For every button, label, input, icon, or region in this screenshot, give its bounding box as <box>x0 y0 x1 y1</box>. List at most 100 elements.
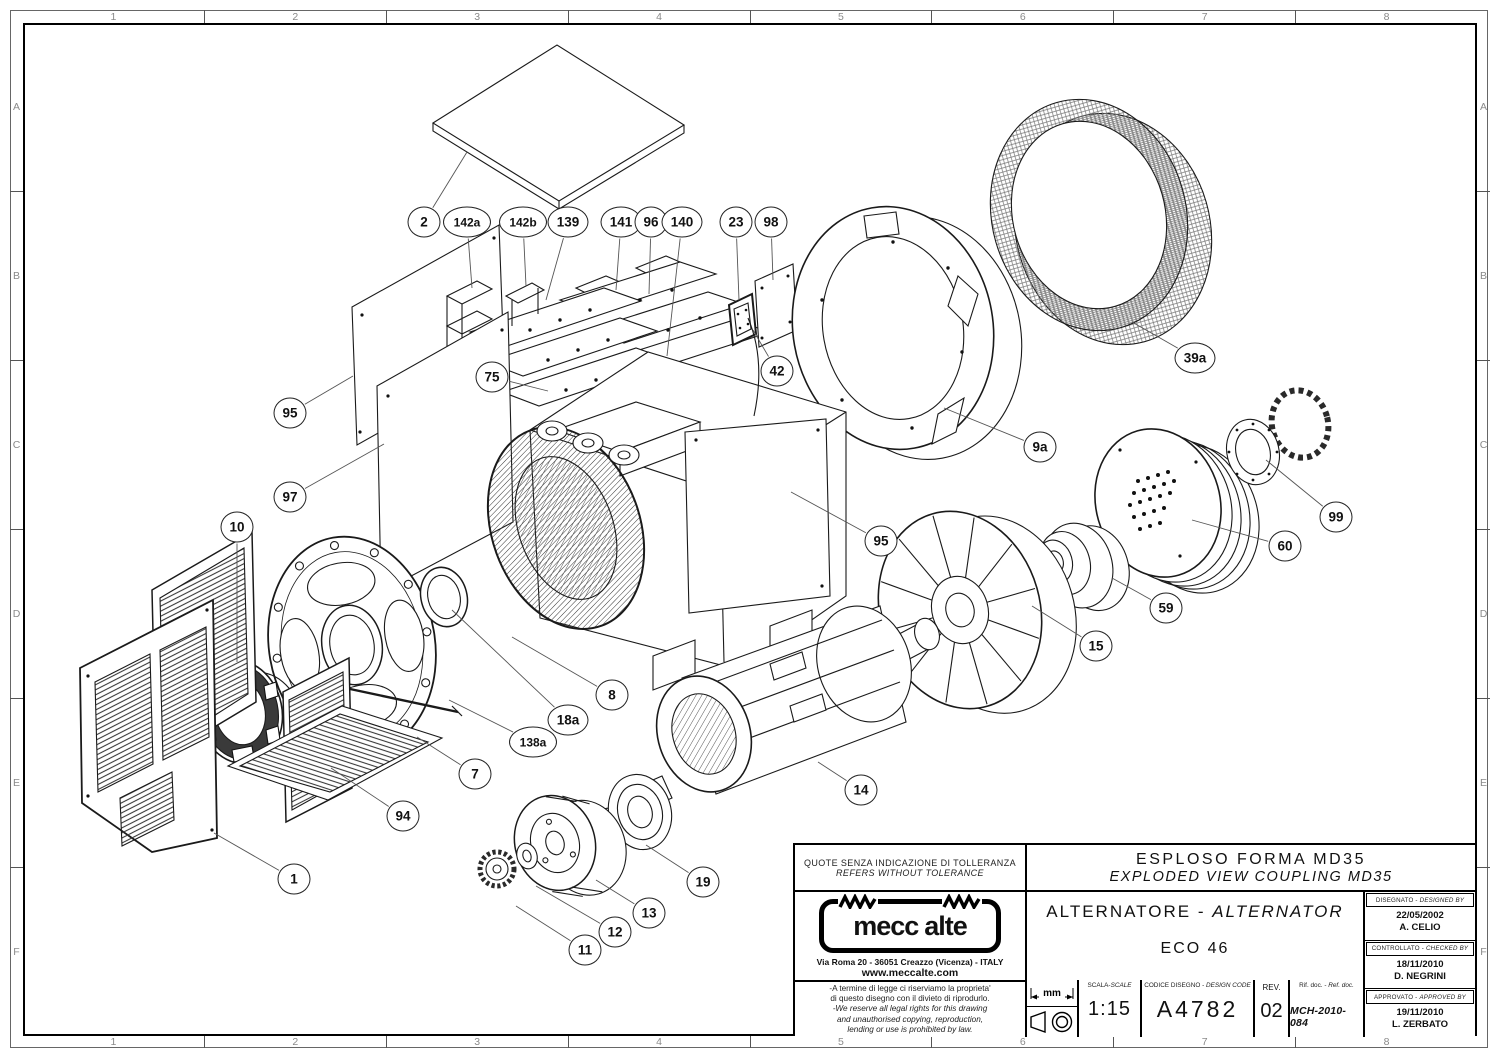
grid-label-3: 3 <box>387 1035 569 1048</box>
callout-12: 12 <box>598 916 632 948</box>
mm-arrows-icon: mm <box>1030 988 1074 1000</box>
projection-symbol <box>1028 1007 1076 1037</box>
grid-label-6: 6 <box>932 1035 1115 1048</box>
grid-label-2: 2 <box>205 1035 387 1048</box>
company-website: www.meccalte.com <box>861 967 959 979</box>
grid-label-1: 1 <box>23 1035 205 1048</box>
part-fan <box>877 510 1077 714</box>
legal-line: -A termine di legge ci riserviamo la pro… <box>829 983 991 993</box>
part-wire <box>747 317 760 417</box>
grid-label-5: 5 <box>751 1035 933 1048</box>
callout-138a: 138a <box>509 726 557 758</box>
callout-9a: 9a <box>1023 431 1057 463</box>
callout-97: 97 <box>273 481 307 513</box>
signature-label: DISEGNATO -DESIGNED BY <box>1366 893 1474 907</box>
signature-date: 19/11/2010 <box>1396 1007 1444 1019</box>
callout-140: 140 <box>661 206 703 238</box>
first-angle-projection-icon <box>1030 1011 1073 1033</box>
callout-10: 10 <box>220 511 254 543</box>
part-rotor <box>599 605 940 831</box>
tolerance-note: QUOTE SENZA INDICAZIONE DI TOLLERANZA RE… <box>795 845 1027 892</box>
revision-value: 02 <box>1260 1000 1283 1022</box>
signature-checked: CONTROLLATO -CHECKED BY 18/11/2010 D. NE… <box>1365 939 1475 989</box>
callout-7: 7 <box>458 758 492 790</box>
legal-line: and unauthorised copying, reproduction, <box>836 1014 984 1024</box>
grid-label-7: 7 <box>1114 1035 1297 1048</box>
grid-label-4: 4 <box>569 10 751 23</box>
grid-label-D: D <box>1477 530 1490 699</box>
ref-doc-cell: Rif. doc. - Ref. doc. MCH-2010-084 <box>1290 980 1363 1037</box>
drawing-title: ESPLOSO FORMA MD35 EXPLODED VIEW COUPLIN… <box>1027 845 1475 892</box>
grid-label-2: 2 <box>205 10 387 23</box>
subject-it: ALTERNATORE <box>1046 902 1192 921</box>
ref-doc-value: MCH-2010-084 <box>1290 1005 1347 1029</box>
part-exciter-stator <box>1094 428 1260 594</box>
callout-15: 15 <box>1079 630 1113 662</box>
model-name: ECO 46 <box>1160 940 1230 957</box>
tolerance-note-en: REFERS WITHOUT TOLERANCE <box>836 867 984 878</box>
part-bearing <box>607 773 673 851</box>
signature-label: APPROVATO -APPROVED BY <box>1366 990 1474 1005</box>
logo-zigzag-icon <box>838 894 878 909</box>
callout-60: 60 <box>1268 530 1302 562</box>
ref-doc-label: Rif. doc. - Ref. doc. <box>1299 982 1354 989</box>
logo-word-1: mecc <box>853 910 919 941</box>
signature-date: 18/11/2010 <box>1396 958 1444 970</box>
logo-word-2: alte <box>924 910 968 941</box>
grid-label-3: 3 <box>387 10 569 23</box>
part-top-cover <box>431 44 686 210</box>
callout-39a: 39a <box>1174 342 1216 374</box>
signature-name: L. ZERBATO <box>1391 1019 1449 1031</box>
callout-99: 99 <box>1319 501 1353 533</box>
callout-59: 59 <box>1149 592 1183 624</box>
grid-label-C: C <box>10 361 23 530</box>
grid-label-E: E <box>10 699 23 868</box>
callout-142a: 142a <box>443 206 491 238</box>
company-address: Via Roma 20 - 36051 Creazzo (Vicenza) - … <box>816 957 1004 967</box>
signature-name: D. NEGRINI <box>1394 970 1446 982</box>
legal-note: -A termine di legge ci riserviamo la pro… <box>795 980 1027 1037</box>
design-code-cell: CODICE DISEGNO - DESIGN CODE A4782 <box>1142 980 1255 1037</box>
part-gear <box>477 849 517 889</box>
title-block: QUOTE SENZA INDICAZIONE DI TOLLERANZA RE… <box>793 843 1477 1037</box>
design-code-value: A4782 <box>1156 996 1239 1022</box>
part-terminal-board <box>727 263 798 348</box>
units-label: mm <box>1043 988 1061 999</box>
callout-13: 13 <box>632 897 666 929</box>
sheet-inner-border <box>23 23 1477 1036</box>
signatures-column: DISEGNATO -DESIGNED BY 22/05/2002 A. CEL… <box>1363 892 1475 1037</box>
vent-fans <box>536 420 720 469</box>
logo-zigzag-icon <box>942 894 982 909</box>
callout-14: 14 <box>844 774 878 806</box>
callout-142b: 142b <box>499 206 547 238</box>
grid-label-F: F <box>13 946 20 958</box>
callout-75: 75 <box>475 361 509 393</box>
drawing-title-it: ESPLOSO FORMA MD35 <box>1136 850 1366 868</box>
tolerance-note-it: QUOTE SENZA INDICAZIONE DI TOLLERANZA <box>803 857 1016 868</box>
callout-2: 2 <box>407 206 441 238</box>
grid-label-E: E <box>1477 699 1490 868</box>
callout-98: 98 <box>754 206 788 238</box>
callout-94: 94 <box>386 800 420 832</box>
grid-label-B: B <box>1477 192 1490 361</box>
legal-line: di questo disegno con il divieto di ripr… <box>830 994 990 1004</box>
legal-line: -We reserve all legal rights for this dr… <box>832 1004 988 1014</box>
callout-96: 96 <box>634 206 668 238</box>
part-side-panel-right <box>684 418 831 614</box>
grid-label-D: D <box>10 530 23 699</box>
scale-value: 1:15 <box>1088 998 1131 1020</box>
callout-8: 8 <box>595 679 629 711</box>
subject-block: ALTERNATORE - ALTERNATOR ECO 46 <box>1027 892 1363 980</box>
subject-title: ALTERNATORE - ALTERNATOR <box>1046 902 1343 922</box>
callout-1: 1 <box>277 863 311 895</box>
grid-label-B: B <box>10 192 23 361</box>
units-dimension: mm <box>1027 980 1077 1007</box>
grid-label-6: 6 <box>932 10 1115 23</box>
signature-designed: DISEGNATO -DESIGNED BY 22/05/2002 A. CEL… <box>1365 892 1475 940</box>
grid-label-F: F <box>1480 946 1487 958</box>
